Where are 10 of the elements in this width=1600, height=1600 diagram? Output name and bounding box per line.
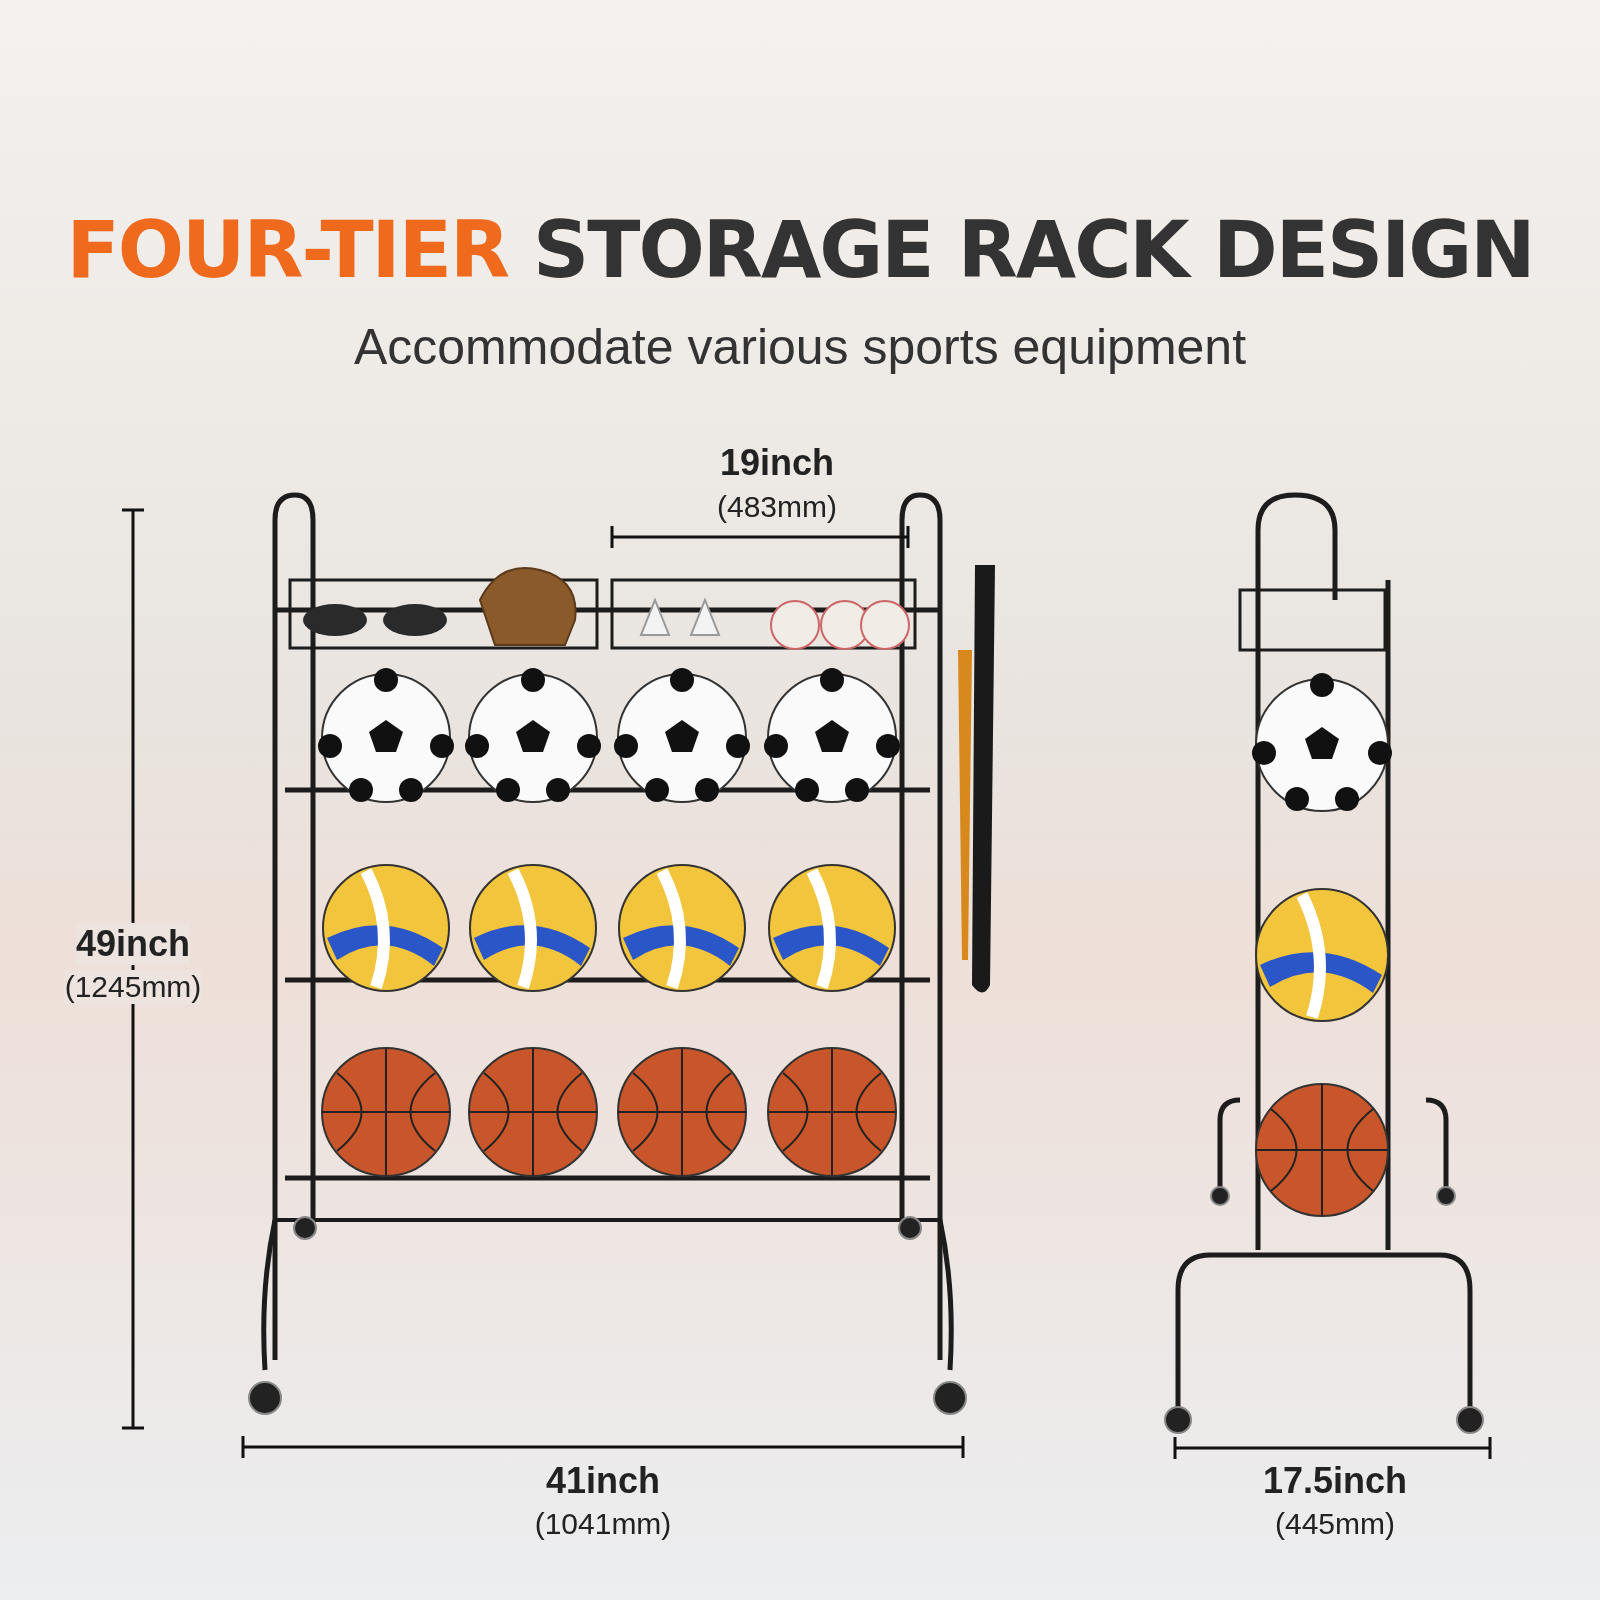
dimension-label: 19inch — [720, 442, 834, 484]
subtitle: Accommodate various sports equipment — [353, 318, 1247, 376]
title: FOUR-TIER STORAGE RACK DESIGN — [66, 205, 1534, 295]
dimension-label: (1245mm) — [64, 970, 202, 1004]
dimension-label: (483mm) — [717, 490, 837, 524]
dimension-label: 41inch — [546, 1460, 660, 1502]
dimension-label: (445mm) — [1275, 1507, 1395, 1541]
dimension-label: 49inch — [76, 923, 190, 965]
dimension-label: 17.5inch — [1262, 1460, 1408, 1502]
dimension-label: (1041mm) — [534, 1507, 672, 1541]
